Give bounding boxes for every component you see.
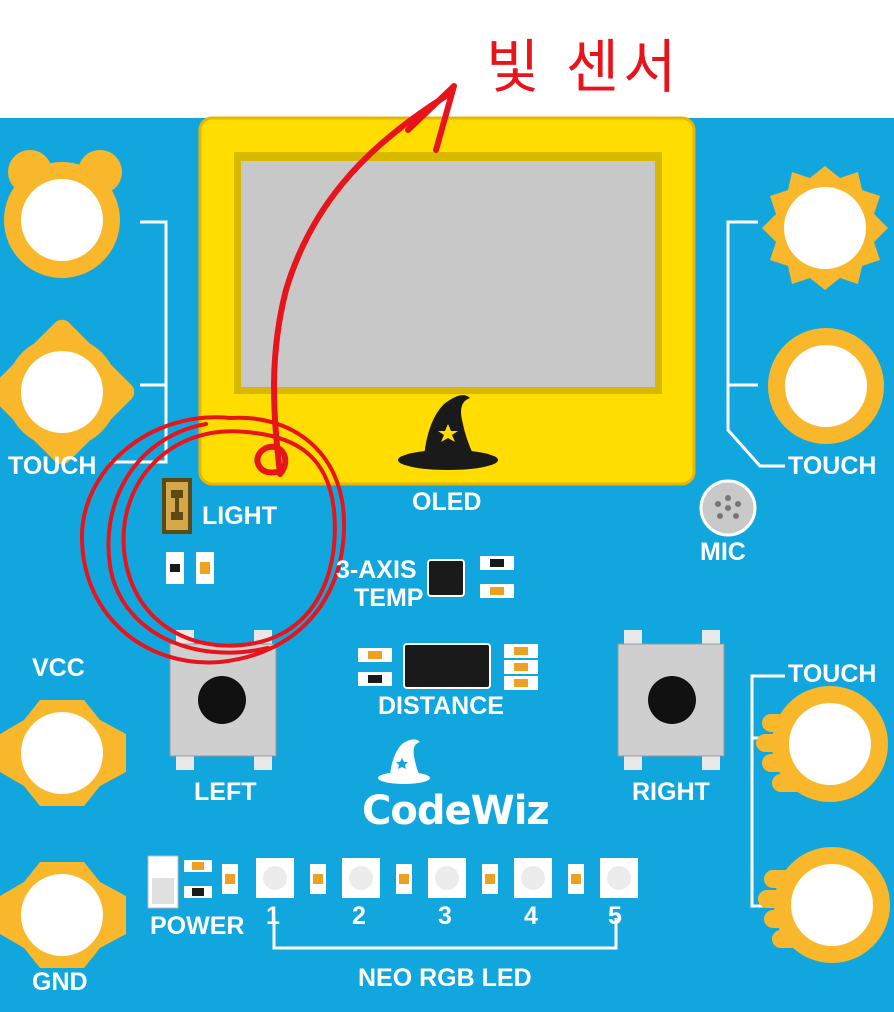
distance-sensor — [358, 643, 538, 690]
pad-bear[interactable] — [4, 150, 122, 278]
power-label: POWER — [150, 912, 245, 940]
pad-hand-1[interactable] — [756, 686, 888, 802]
temp-label-line1: 3-AXIS — [336, 556, 417, 584]
light-label: LIGHT — [202, 502, 277, 530]
touch-right-bottom-bracket — [750, 674, 785, 908]
neo-led-5 — [568, 858, 638, 898]
neo-led-4 — [482, 858, 552, 898]
vcc-label: VCC — [32, 654, 85, 682]
led-number-2: 2 — [352, 902, 366, 930]
left-label: LEFT — [194, 778, 257, 806]
temp-sensor-chip — [427, 556, 514, 598]
right-button[interactable] — [617, 630, 725, 770]
pad-cross[interactable] — [0, 316, 138, 469]
light-sensor-component — [162, 478, 192, 534]
touch-left-bracket — [110, 220, 168, 464]
touch-right-top-bracket — [726, 220, 785, 468]
annotation-arrow — [254, 83, 457, 477]
distance-label: DISTANCE — [378, 692, 504, 720]
codewiz-logo: CodeWiz — [362, 788, 550, 834]
led-number-4: 4 — [524, 902, 538, 930]
led-number-3: 3 — [438, 902, 452, 930]
right-label: RIGHT — [632, 778, 710, 806]
led-number-5: 5 — [608, 902, 622, 930]
gnd-label: GND — [32, 968, 88, 996]
neo-led-1 — [222, 858, 294, 898]
led-number-1: 1 — [266, 902, 280, 930]
neo-led-2 — [310, 858, 380, 898]
pad-gnd[interactable] — [0, 862, 126, 968]
pad-vcc[interactable] — [0, 700, 126, 806]
annotation-title: 빛 센서 — [486, 33, 681, 101]
touch-right-top-label: TOUCH — [788, 452, 877, 480]
oled-display — [198, 116, 696, 486]
neo-led-bracket — [272, 918, 618, 950]
light-resistors — [166, 552, 214, 584]
temp-label-line2: TEMP — [354, 584, 424, 612]
codewiz-logo-hat-icon — [378, 739, 430, 784]
touch-left-label: TOUCH — [8, 452, 97, 480]
annotation-circle — [79, 415, 347, 665]
wizard-hat-icon — [398, 395, 498, 470]
mic-label: MIC — [700, 538, 746, 566]
pad-hand-2[interactable] — [758, 847, 890, 963]
pad-sun[interactable] — [762, 166, 888, 290]
mic-component — [699, 479, 757, 537]
touch-right-bottom-label: TOUCH — [788, 660, 877, 688]
power-switch[interactable] — [147, 855, 212, 909]
pad-ring[interactable] — [768, 328, 884, 444]
neo-led-3 — [396, 858, 466, 898]
neo-rgb-led-label: NEO RGB LED — [358, 964, 532, 992]
oled-label: OLED — [412, 488, 482, 516]
